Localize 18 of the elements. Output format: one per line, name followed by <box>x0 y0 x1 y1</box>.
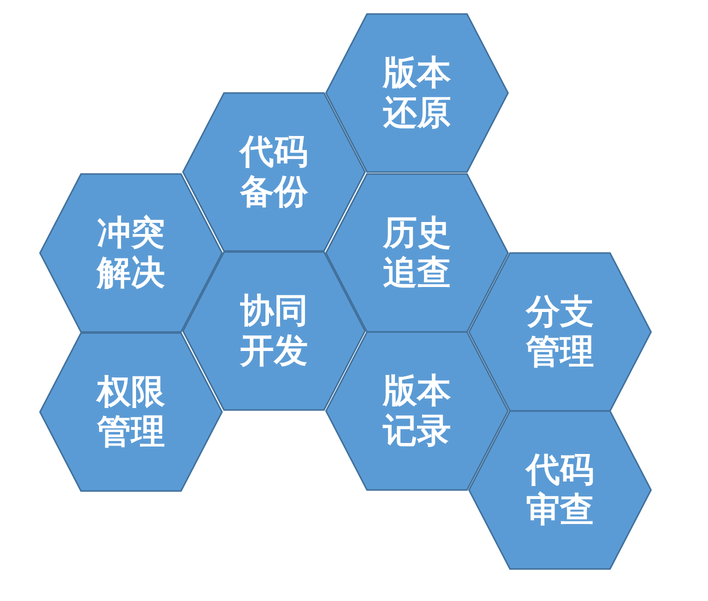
hexagon-tile <box>468 410 652 570</box>
tile-label: 历史追查 <box>382 213 452 293</box>
hexagon-tile <box>325 13 509 173</box>
tile-label: 代码审查 <box>524 450 595 530</box>
hexagon-tile <box>325 173 509 333</box>
hexagon-tile <box>182 251 366 411</box>
tile-label: 版本还原 <box>381 53 452 133</box>
tile-label: 分支管理 <box>524 292 595 372</box>
tile-label: 版本记录 <box>381 371 452 451</box>
tile-label: 权限管理 <box>95 372 166 452</box>
hexagon-tile <box>39 332 223 492</box>
tile-label: 协同开发 <box>238 291 309 371</box>
tile-label: 代码备份 <box>238 132 309 212</box>
tile-label: 冲突解决 <box>95 213 166 293</box>
hexagon-tile <box>325 331 509 491</box>
hexagon-tile <box>39 173 223 333</box>
hexagon-tile <box>468 252 652 412</box>
hexagon-tile <box>182 92 366 252</box>
